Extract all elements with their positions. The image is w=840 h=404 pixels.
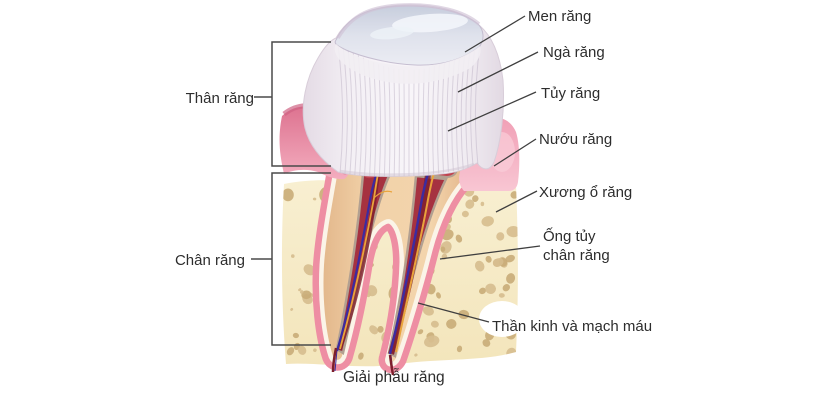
apex-vessel-left [331,347,338,373]
leader-men-rang [464,15,526,53]
label-ong-tuy-chan-rang: Ống tủy chân răng [543,228,610,264]
occlusal-gloss-1 [392,13,468,33]
label-chan-rang: Chân răng [174,252,245,269]
label-men-rang: Men răng [528,8,592,25]
occlusal-gloss-2 [370,26,414,40]
leader-nga-rang [457,51,539,93]
label-than-rang: Thân răng [185,90,254,107]
leader-ong-tuy [439,245,541,260]
label-tuy-rang: Tủy răng [541,85,601,102]
label-nuou-rang: Nướu răng [539,131,613,148]
leader-tuy-rang [447,91,537,132]
crown [302,3,505,177]
bracket-than-rang [271,41,331,167]
occlusal-rim-tint [336,3,481,39]
leader-than-kinh [417,302,490,323]
leader-nuou-rang [493,138,537,167]
label-xuong-o-rang: Xương ổ răng [539,184,633,201]
brackets [251,41,331,346]
label-nga-rang: Ngà răng [543,44,605,61]
enamel-striations [337,43,481,177]
canal-core-right [388,173,431,355]
enamel-rim-wave [334,44,481,84]
label-than-kinh-va-mach-mau: Thần kinh và mạch máu [492,318,653,335]
apex-vessel-right [388,354,395,376]
bone-notch-highlight [479,301,525,337]
leader-xuong-o-rang [495,190,538,213]
leader-lines [417,15,541,323]
cervical-shadow [339,162,475,176]
figure-caption: Giải phẫu răng [343,369,445,386]
